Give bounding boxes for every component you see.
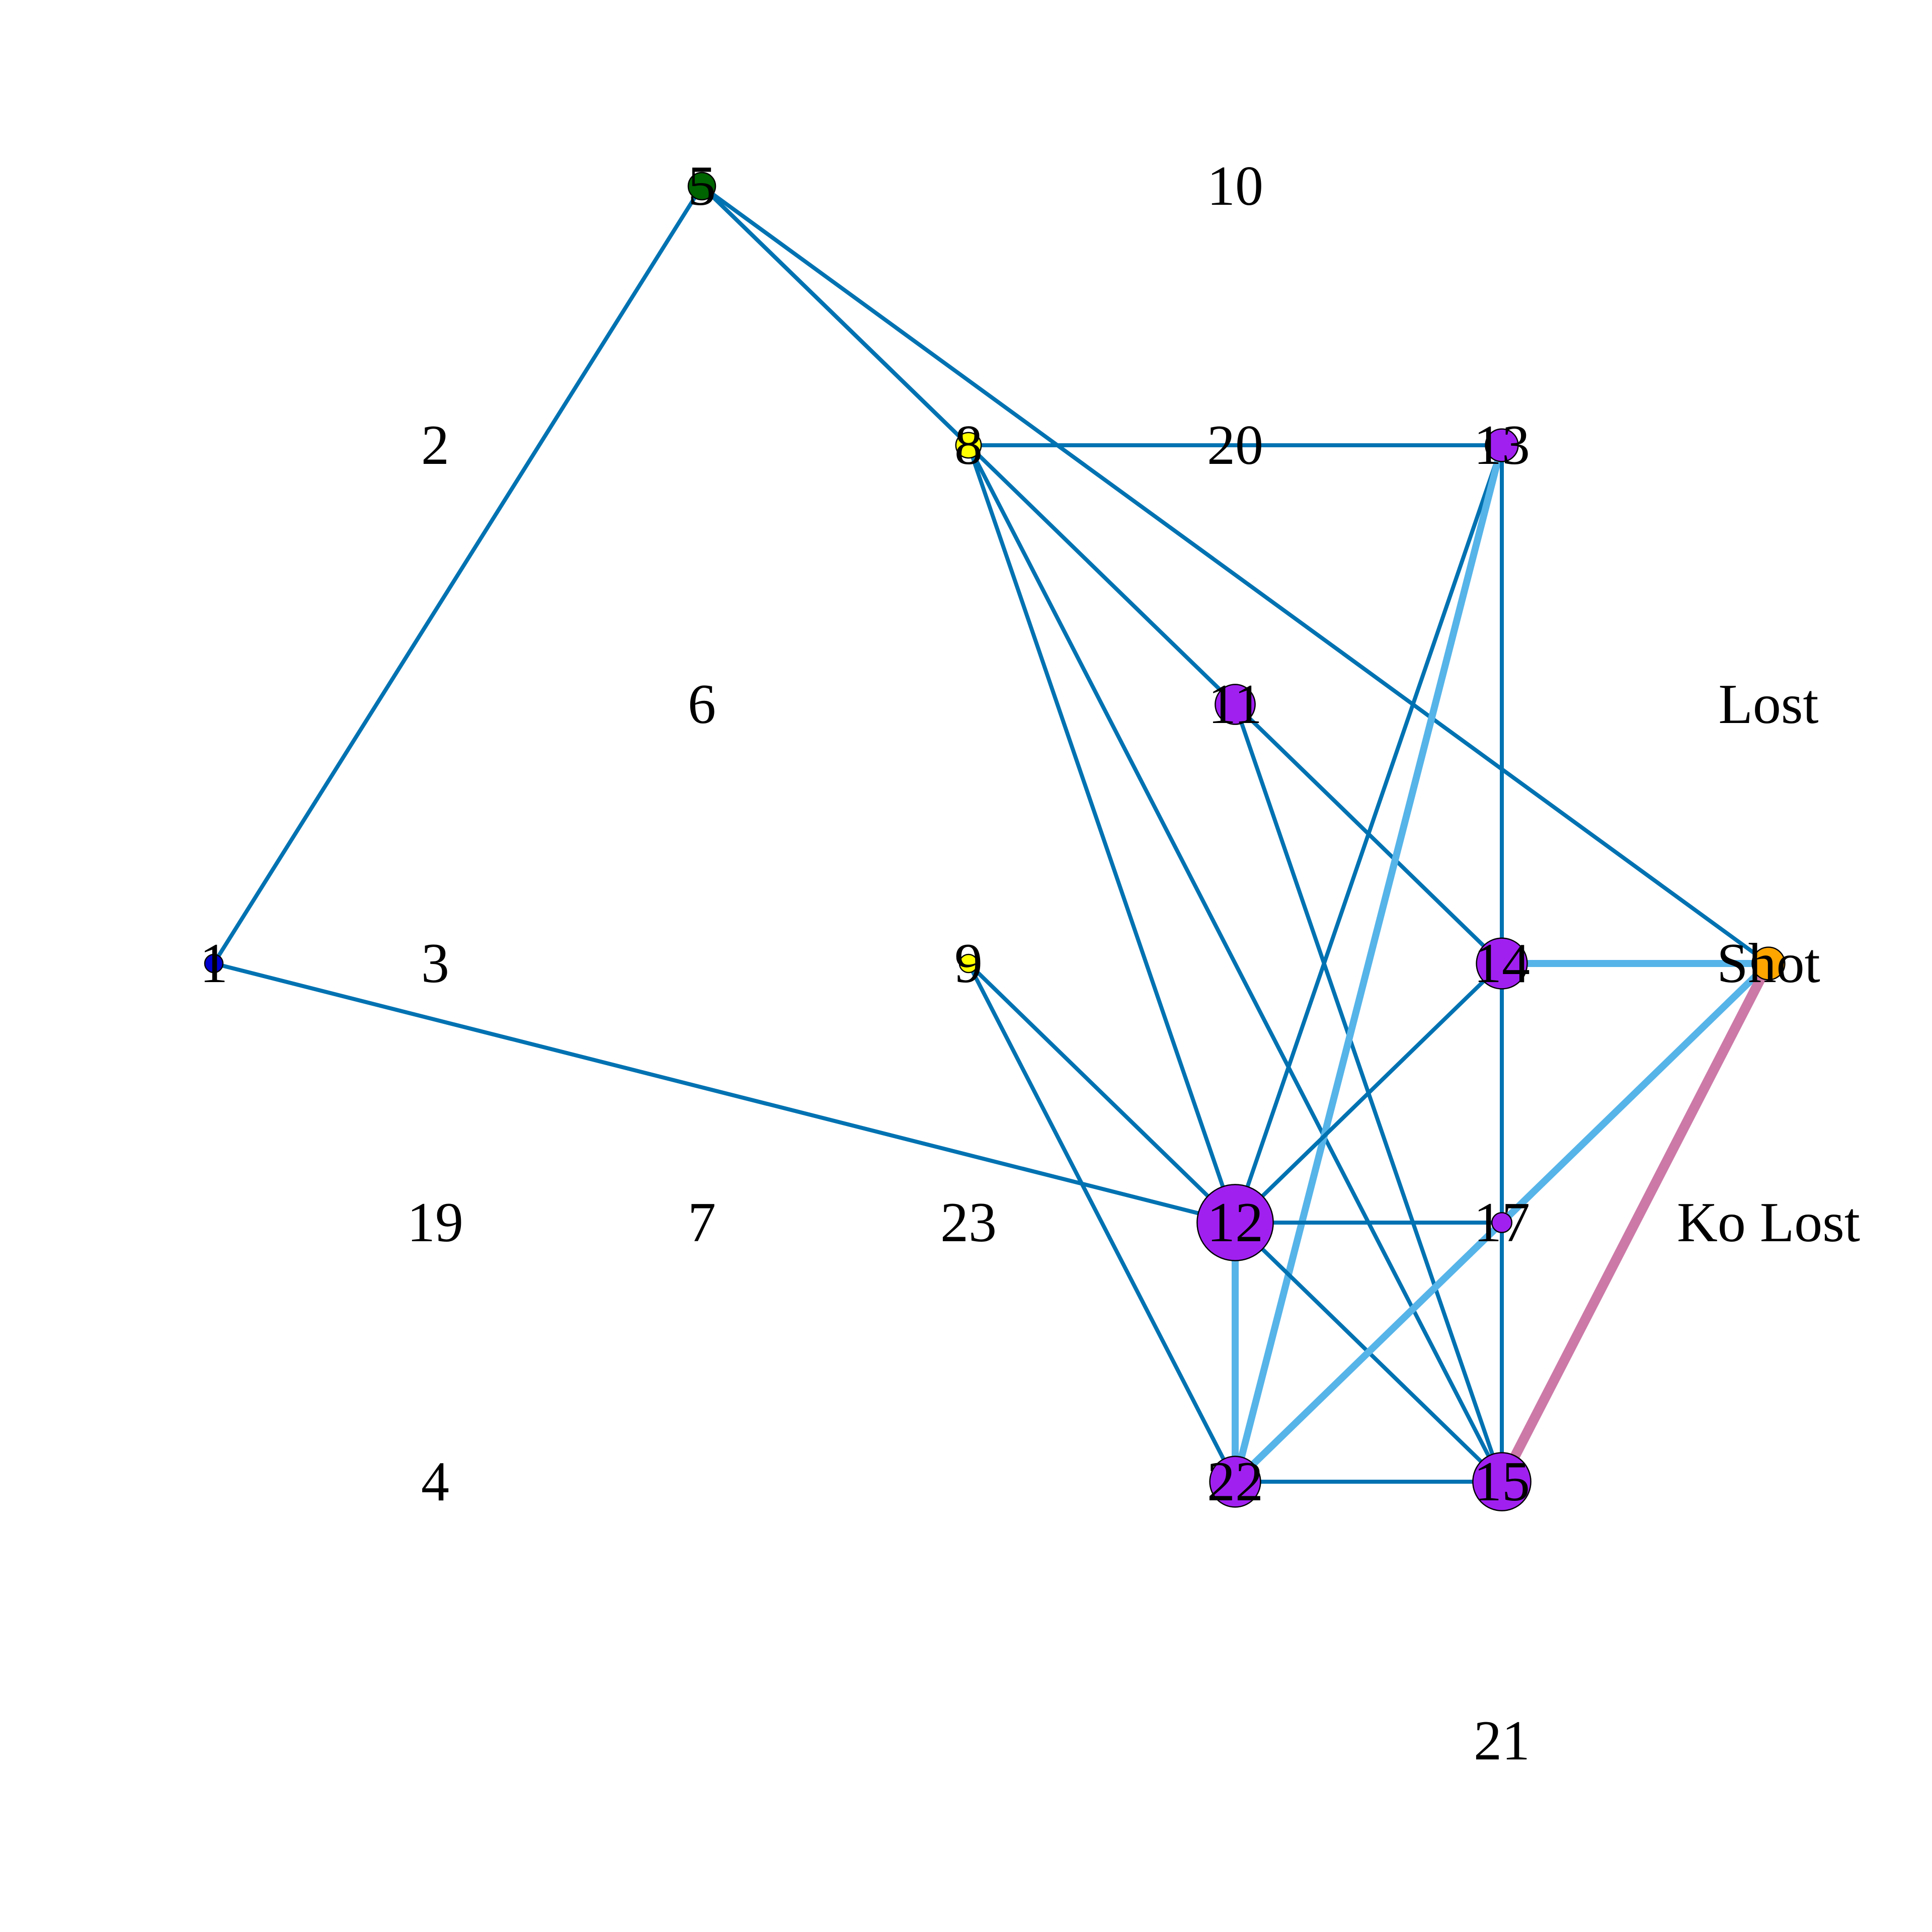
edge-9-12 <box>967 961 1237 1225</box>
node-label-8: 8 <box>954 414 983 476</box>
edge-15-Shot <box>1497 958 1774 1487</box>
node-label-21: 21 <box>1474 1710 1530 1772</box>
node-label-13: 13 <box>1474 414 1530 476</box>
node-label-12: 12 <box>1207 1191 1263 1254</box>
node-label-7: 7 <box>688 1191 716 1254</box>
node-label-3: 3 <box>421 932 449 995</box>
node-marker-22[interactable] <box>1209 1456 1261 1508</box>
node-label-11: 11 <box>1208 673 1262 736</box>
node-marker-13[interactable] <box>1485 428 1519 462</box>
node-label-23: 23 <box>940 1191 997 1254</box>
edge-5-Shot <box>700 184 1770 965</box>
node-marker-9[interactable] <box>958 953 979 974</box>
edge-1-12 <box>212 961 1237 1225</box>
node-marker-14[interactable] <box>1476 937 1528 990</box>
edge-13-12 <box>1233 443 1504 1225</box>
node-marker-17[interactable] <box>1491 1212 1513 1234</box>
node-label-5: 5 <box>688 155 716 217</box>
node-marker-11[interactable] <box>1215 684 1256 725</box>
node-marker-1[interactable] <box>204 953 224 974</box>
node-label-9: 9 <box>954 932 983 995</box>
node-label-20: 20 <box>1207 414 1263 476</box>
node-label-17: 17 <box>1474 1191 1530 1254</box>
node-marker-8[interactable] <box>955 432 982 459</box>
node-label-2: 2 <box>421 414 449 476</box>
node-label-Lost: Lost <box>1718 673 1818 736</box>
node-labels-layer: 123456789101112131415171920212223LostSho… <box>200 155 1860 1772</box>
node-label-10: 10 <box>1207 155 1263 217</box>
node-markers-layer <box>204 172 1786 1511</box>
node-label-19: 19 <box>407 1191 463 1254</box>
edge-13-22 <box>1232 442 1505 1485</box>
node-marker-5[interactable] <box>687 172 716 201</box>
node-marker-Shot[interactable] <box>1751 946 1786 981</box>
edges-layer <box>212 184 1774 1487</box>
node-marker-12[interactable] <box>1196 1184 1274 1261</box>
node-label-15: 15 <box>1474 1451 1530 1513</box>
node-label-KoLost: Ko Lost <box>1677 1191 1860 1254</box>
node-label-1: 1 <box>200 932 228 995</box>
node-label-22: 22 <box>1207 1451 1263 1513</box>
edge-1-5 <box>212 184 704 965</box>
edge-8-12 <box>967 443 1237 1225</box>
node-label-14: 14 <box>1474 932 1530 995</box>
edge-14-12 <box>1233 961 1504 1225</box>
node-label-Shot: Shot <box>1717 932 1820 995</box>
node-marker-15[interactable] <box>1472 1452 1532 1511</box>
edge-9-22 <box>967 961 1237 1484</box>
node-label-6: 6 <box>688 673 716 736</box>
node-label-4: 4 <box>421 1451 449 1513</box>
